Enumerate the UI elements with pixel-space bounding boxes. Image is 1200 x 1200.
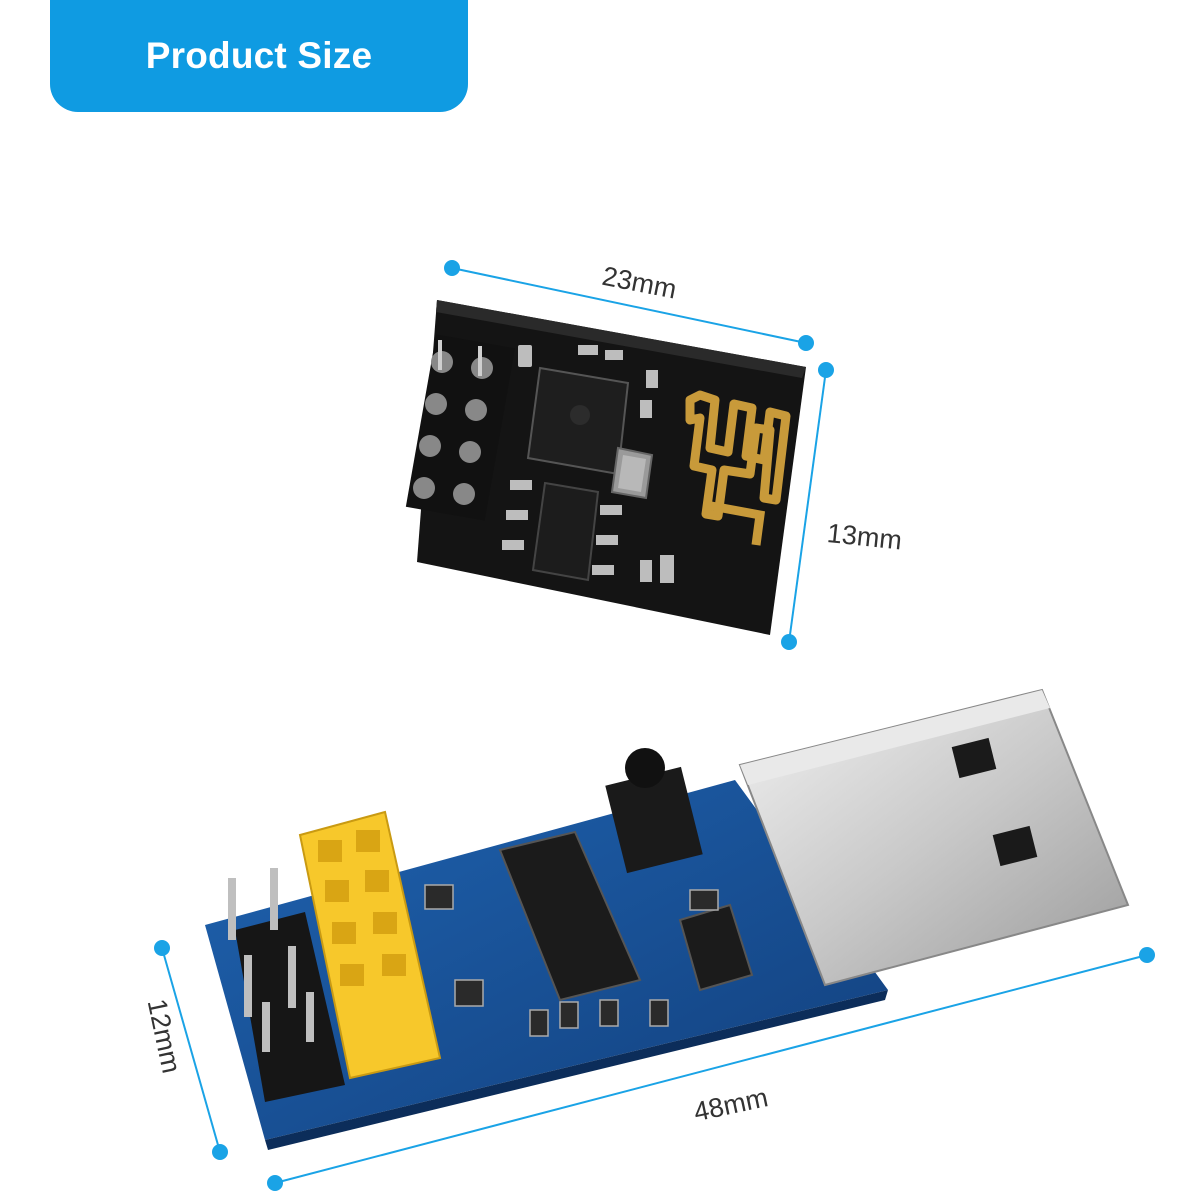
esp01-module — [405, 300, 806, 635]
smd-components — [424, 884, 719, 1037]
esp01-width-label: 23mm — [600, 261, 679, 305]
esp01-height-label: 13mm — [826, 518, 904, 556]
usb-adapter — [205, 688, 1130, 1150]
flash-chip — [531, 481, 600, 582]
usb-connector-icon — [738, 688, 1130, 987]
smd-components — [502, 345, 674, 583]
product-size-badge: Product Size — [50, 0, 468, 112]
antenna-trace-icon — [685, 390, 791, 521]
adapter-width-label: 48mm — [691, 1082, 771, 1127]
ic-chip-icon — [498, 830, 642, 1002]
yellow-socket-icon — [298, 810, 442, 1080]
pin-header-icon — [405, 334, 516, 521]
button-icon — [605, 748, 703, 874]
pin-header-icon — [228, 868, 345, 1102]
badge-label: Product Size — [145, 35, 373, 76]
esp01-dimensions — [444, 260, 834, 650]
crystal-oscillator-icon — [610, 446, 654, 500]
adapter-dimensions — [154, 940, 1155, 1191]
